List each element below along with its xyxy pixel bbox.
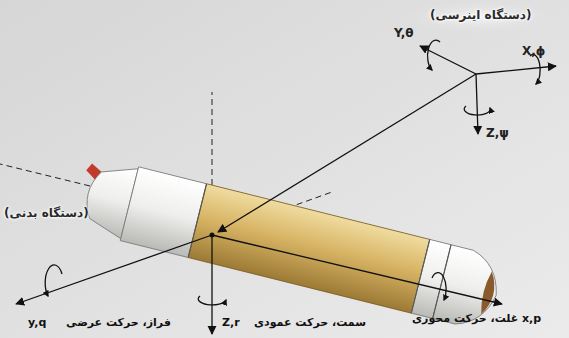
axis-label: Z,r <box>222 316 240 329</box>
x-axis <box>212 235 502 304</box>
axis-label: X,ϕ <box>522 44 545 58</box>
motion-label: فراز، حرکت عرضی <box>66 316 171 329</box>
frame-title: (دستگاه اینرسی) <box>430 8 532 22</box>
y-axis <box>16 235 212 304</box>
pitch-arrow <box>45 265 62 296</box>
torpedo <box>72 155 506 332</box>
axis-label: x,p <box>522 312 541 325</box>
frame-title: (دستگاه بدنی) <box>4 206 89 220</box>
yaw-arrow <box>464 106 490 115</box>
roll-arrow <box>432 273 446 300</box>
z-axis <box>476 74 478 134</box>
motion-label: غلت، حرکت محوری <box>412 312 518 325</box>
axis-label: Y,θ <box>394 26 414 40</box>
motion-label: سمت، حرکت عمودی <box>254 316 366 329</box>
title-glow <box>405 1 555 33</box>
roll-arrow <box>530 55 540 84</box>
axis-label: Z,ψ <box>486 126 509 140</box>
body-origin <box>210 233 215 238</box>
inertial-axes <box>218 40 556 232</box>
x-axis <box>476 66 556 74</box>
pitch-arrow <box>428 40 440 70</box>
yaw-arrow <box>198 296 226 305</box>
position-vector <box>218 74 476 232</box>
axis-label: y,q <box>28 316 46 329</box>
z-axis <box>211 235 212 334</box>
